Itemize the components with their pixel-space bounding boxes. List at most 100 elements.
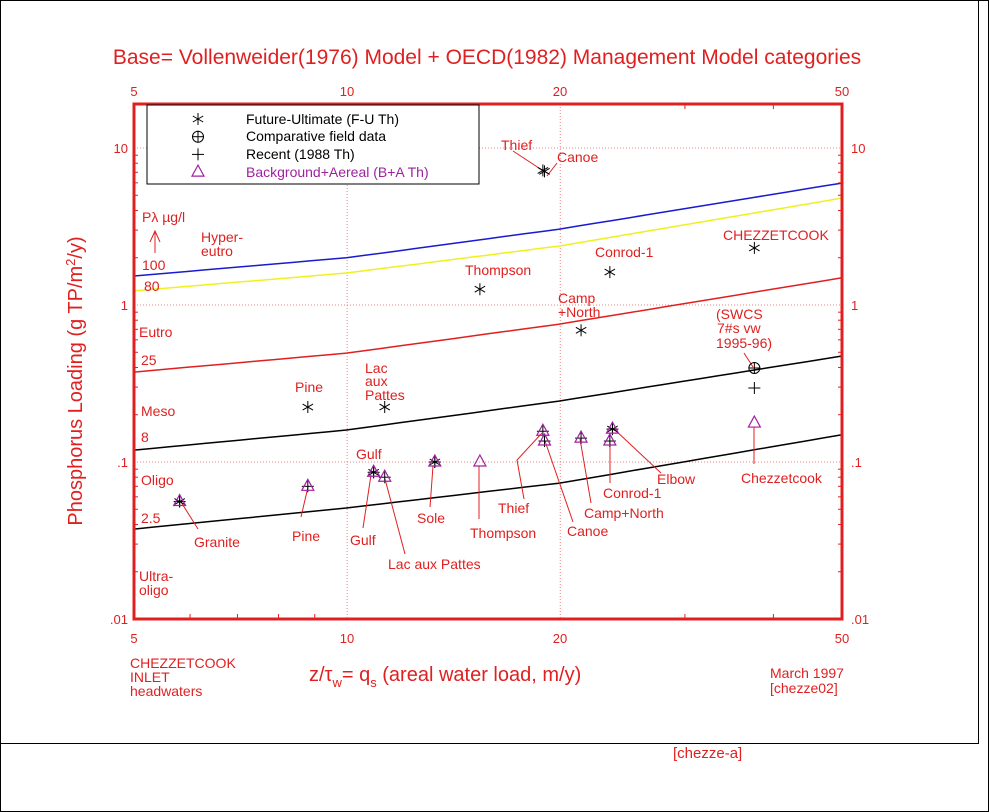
triangle-stroke: [427, 453, 442, 467]
legend-label: Comparative field data: [246, 128, 386, 144]
marker-triangle: [377, 468, 392, 482]
annotation-label: Pine: [295, 379, 323, 395]
curve-label-80: 80: [144, 278, 160, 294]
marker-triangle: [427, 453, 442, 467]
annotation-label: Pine: [292, 528, 320, 544]
y-tick-left: 1: [121, 298, 128, 313]
marker-asterisk: [748, 241, 760, 254]
p-unit-label: Pλ µg/l: [142, 209, 185, 225]
leader-line: [544, 440, 574, 523]
triangle-stroke: [537, 432, 552, 446]
annotation-label: Gulf: [350, 532, 376, 548]
left-y-tick-labels: 10 1 .1 .01: [110, 141, 128, 627]
annotation-label: Elbow: [657, 471, 696, 487]
marker-triangle: [172, 493, 187, 507]
site-label: CHEZZETCOOK: [130, 655, 236, 671]
marker-plus: [748, 382, 761, 395]
annotation-label: 7#s vw: [717, 320, 761, 336]
curve-label-2-5: 2.5: [141, 510, 161, 526]
asterisk-stroke: [575, 326, 587, 334]
lake-annotations: Thief Canoe Thompson Conrod-1 Camp +Nort…: [194, 137, 829, 572]
leader-line: [613, 428, 662, 474]
curve-p-8-g-l: [133, 355, 843, 451]
asterisk-stroke: [604, 268, 616, 276]
annotation-leaders: [180, 150, 755, 555]
up-arrow-icon: [149, 229, 161, 253]
legend-asterisk-icon: [192, 113, 204, 125]
file-label: [chezze02]: [770, 680, 838, 696]
triangle-stroke: [377, 468, 392, 482]
annotation-label: Camp: [558, 290, 596, 306]
chart-window: Base= Vollenweider(1976) Model + OECD(19…: [1, 1, 979, 744]
y-tick-right: .1: [851, 455, 862, 470]
x-tick-bottom: 20: [553, 631, 567, 646]
annotation-label: 1995-96): [716, 335, 772, 351]
ultra-label: Ultra-: [139, 568, 174, 584]
leader-line: [180, 501, 199, 530]
site-label: INLET: [130, 669, 170, 685]
legend-box: [146, 104, 480, 185]
annotation-label: Thief: [501, 137, 532, 153]
legend-label: Background+Aereal (B+A Th): [246, 164, 429, 180]
triangle-stroke: [602, 432, 617, 446]
leader-line: [384, 478, 406, 555]
trophic-region-labels: Pλ µg/l Hyper- eutro 100 80 Eutro 25 Mes…: [139, 209, 243, 598]
x-axis-label: z/τw= qs (areal water load, m/y): [309, 664, 581, 690]
legend: Future-Ultimate (F-U Th) Comparative fie…: [146, 104, 480, 185]
marker-asterisk: [539, 165, 550, 178]
y-tick-left: .1: [117, 455, 128, 470]
curve-label-8: 8: [141, 429, 149, 445]
annotation-label: Lac: [365, 360, 388, 376]
x-tick-top: 20: [553, 84, 567, 99]
triangle-stroke: [300, 478, 315, 491]
marker-triangle: [602, 432, 617, 446]
leader-line: [300, 486, 309, 518]
background-file-label: [chezze-a]: [673, 745, 742, 762]
leader-line: [512, 150, 543, 171]
triangle-stroke: [574, 429, 589, 443]
ultra-label: oligo: [139, 582, 169, 598]
annotation-label: CHEZZETCOOK: [723, 227, 829, 243]
marker-triangle: [472, 453, 487, 467]
y-tick-right: .01: [851, 612, 869, 627]
legend-label: Recent (1988 Th): [246, 146, 355, 162]
triangle-stroke: [190, 163, 206, 177]
annotation-label: Sole: [417, 510, 445, 526]
annotation-label: (SWCS: [716, 306, 763, 322]
y-tick-left: .01: [110, 612, 128, 627]
curve-p-80-g-l: [133, 197, 843, 292]
legend-label: Future-Ultimate (F-U Th): [246, 111, 399, 127]
data-markers: [172, 164, 762, 508]
x-tick-bottom: 5: [130, 631, 137, 646]
legend-symbols: [190, 113, 206, 177]
annotation-label: Thompson: [470, 525, 536, 541]
top-x-tick-labels: 5 10 20 50: [130, 84, 849, 99]
y-tick-right: 10: [851, 141, 865, 156]
triangle-stroke: [472, 453, 487, 467]
date-label: March 1997: [770, 665, 844, 681]
curve-p-100-g-l: [133, 182, 843, 277]
y-tick-right: 1: [851, 298, 858, 313]
plot-frame: [132, 102, 844, 621]
asterisk-stroke: [302, 403, 314, 411]
asterisk-stroke: [474, 285, 486, 293]
leader-line: [516, 432, 543, 500]
marker-asterisk: [575, 324, 587, 337]
marker-asterisk: [474, 283, 486, 296]
marker-asterisk: [302, 401, 314, 414]
annotation-label: Canoe: [567, 523, 608, 539]
bottom-x-tick-labels: 5 10 20 50: [130, 631, 849, 646]
x-tick-top: 10: [340, 84, 354, 99]
triangle-stroke: [605, 420, 620, 434]
asterisk-stroke: [192, 115, 204, 123]
triangle-stroke: [535, 422, 550, 436]
hyper-label: eutro: [201, 243, 233, 259]
x-tick-bottom: 50: [835, 631, 849, 646]
asterisk-stroke: [379, 403, 391, 411]
marker-asterisk: [379, 401, 391, 414]
triangle-stroke: [172, 493, 187, 507]
annotation-label: Lac aux Pattes: [388, 556, 481, 572]
meso-label: Meso: [141, 403, 175, 419]
legend-circle-plus-icon: [192, 130, 204, 143]
